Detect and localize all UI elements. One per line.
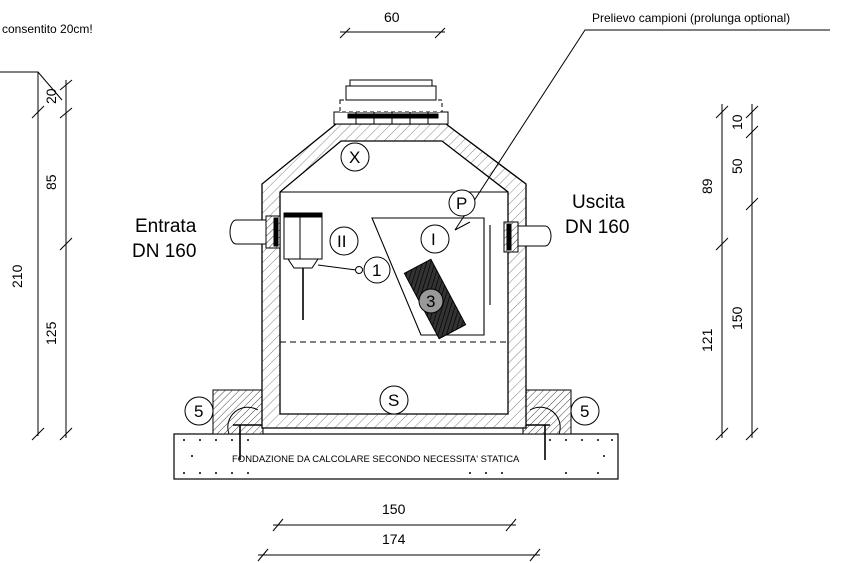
inlet-size: DN 160	[132, 241, 196, 262]
marker-s: S	[388, 391, 399, 410]
marker-5-left: 5	[194, 402, 203, 421]
dim-top-60: 60	[384, 9, 400, 25]
inlet-pipe	[229, 215, 281, 249]
marker-3: 3	[426, 292, 435, 311]
dim-right-89: 89	[699, 178, 715, 194]
outlet-label: Uscita	[572, 192, 625, 213]
dim-right-121: 121	[699, 328, 715, 352]
marker-1: 1	[372, 261, 381, 280]
marker-ii: II	[337, 232, 346, 251]
side-pads	[212, 389, 572, 460]
marker-circles	[184, 142, 600, 426]
dim-left-20: 20	[43, 88, 59, 104]
dimension-lines	[0, 27, 759, 562]
marker-x: X	[349, 148, 360, 167]
dim-bottom-174: 174	[382, 531, 406, 547]
sample-leader	[454, 29, 830, 231]
inlet-device	[283, 212, 357, 320]
dim-left-125: 125	[43, 321, 59, 345]
dim-right-10: 10	[729, 114, 745, 130]
dim-left-210: 210	[9, 264, 25, 288]
marker-p: P	[456, 194, 467, 213]
note-top-left: consentito 20cm!	[2, 22, 93, 36]
sample-leader-tick	[454, 221, 471, 231]
outlet-pipe	[503, 221, 552, 253]
outlet-size: DN 160	[565, 217, 629, 238]
dim-right-50: 50	[729, 158, 745, 174]
marker-5-right: 5	[580, 402, 589, 421]
manhole-cover	[333, 79, 449, 125]
marker-i: I	[431, 230, 436, 249]
note-foundation: FONDAZIONE DA CALCOLARE SECONDO NECESSIT…	[232, 454, 520, 465]
dim-bottom-150: 150	[382, 501, 406, 517]
foundation-slab	[173, 433, 619, 480]
note-sample: Prelievo campioni (prolunga optional)	[592, 11, 790, 25]
dim-left-85: 85	[43, 174, 59, 190]
marker-3-circle	[418, 288, 444, 314]
dim-right-150: 150	[729, 306, 745, 330]
inlet-label: Entrata	[135, 216, 197, 237]
tank-shell	[261, 123, 527, 429]
